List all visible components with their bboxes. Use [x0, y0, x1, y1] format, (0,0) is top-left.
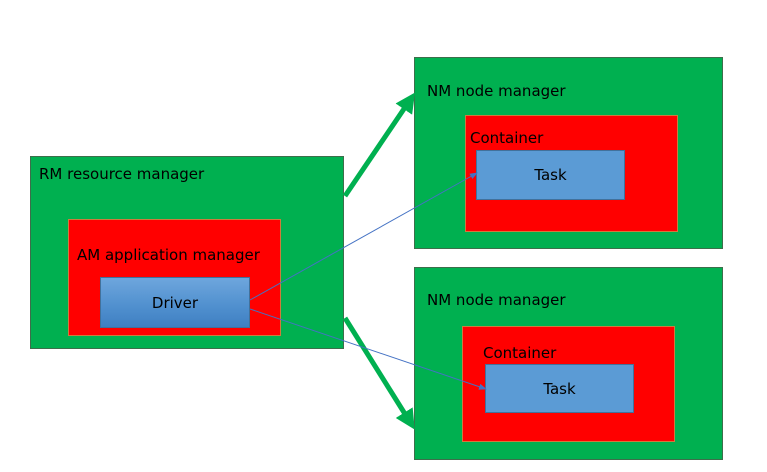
task-box-1: Task	[476, 150, 625, 200]
nm-label-2: NM node manager	[427, 291, 566, 309]
task-label-2: Task	[543, 379, 576, 398]
driver-label: Driver	[151, 293, 199, 312]
driver-box: Driver	[100, 277, 250, 328]
rm-label: RM resource manager	[39, 165, 205, 183]
rm-to-nm2-arrow	[342, 316, 415, 430]
task-box-2: Task	[485, 364, 634, 413]
am-label: AM application manager	[77, 246, 260, 264]
container-label-2: Container	[483, 344, 557, 362]
nm-label-1: NM node manager	[427, 82, 566, 100]
task-label-1: Task	[534, 166, 567, 184]
container-label-1: Container	[470, 129, 544, 147]
rm-to-nm1-arrow	[342, 92, 416, 198]
